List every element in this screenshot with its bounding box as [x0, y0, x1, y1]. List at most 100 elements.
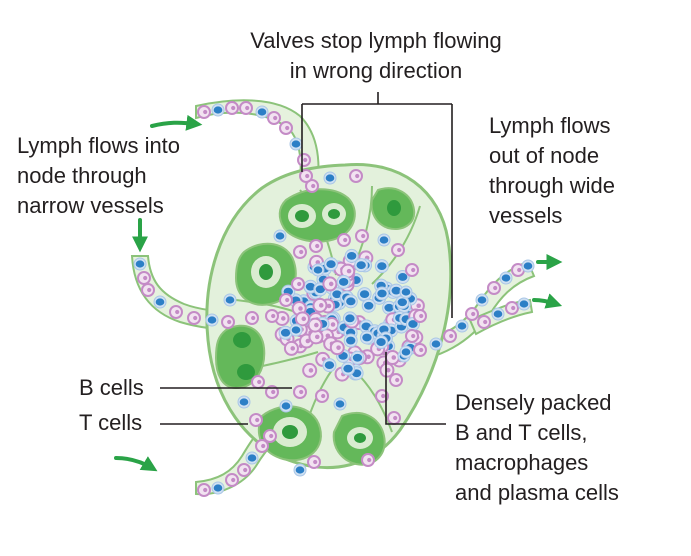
b-cell-nucleus	[384, 303, 394, 312]
dense-label-line: and plasma cells	[455, 480, 619, 505]
t-cell-nucleus	[269, 433, 274, 439]
b-cell-nucleus	[135, 260, 145, 268]
b-cell-nucleus	[257, 108, 267, 116]
valves-leader	[301, 92, 453, 318]
t-cell-nucleus	[308, 368, 314, 373]
t-cell-nucleus	[143, 275, 148, 281]
b-cell-nucleus	[291, 326, 301, 334]
b-cell-nucleus	[213, 484, 223, 492]
b-cell-nucleus	[291, 140, 301, 148]
t-cell-nucleus	[203, 109, 208, 115]
b-cell-nucleus	[155, 298, 165, 306]
t-cell-nucleus	[381, 393, 386, 399]
valves-label-line: in wrong direction	[289, 58, 463, 83]
valves-label: Valves stop lymph flowing in wrong direc…	[226, 26, 526, 86]
b-cell-nucleus	[362, 333, 372, 342]
t-cell-nucleus	[346, 268, 352, 274]
t-cell-nucleus	[366, 354, 371, 360]
t-cell-nucleus	[257, 379, 262, 385]
flow-arrow-icon	[150, 114, 203, 131]
b-cell-nucleus	[281, 402, 291, 410]
t-cell-nucleus	[419, 313, 424, 319]
b-cell-nucleus	[345, 314, 355, 323]
b-cell-nucleus	[477, 296, 487, 304]
b-cell-nucleus	[501, 274, 511, 282]
flow-in-label-line: narrow vessels	[17, 193, 164, 218]
t-cell-nucleus	[285, 297, 290, 303]
t-cell-nucleus	[419, 347, 424, 353]
dense-cells-label: Densely packed B and T cells, macrophage…	[455, 388, 619, 508]
t-cell-nucleus	[305, 173, 310, 179]
t-cell-nucleus	[301, 316, 307, 322]
t-cell-nucleus	[483, 319, 488, 325]
b-cell-nucleus	[305, 282, 316, 291]
t-cell-nucleus	[315, 243, 320, 249]
t-cell-nucleus	[314, 322, 319, 328]
b-cell-nucleus	[352, 353, 363, 362]
t-cell-nucleus	[271, 313, 276, 319]
t-cell-nucleus	[203, 487, 208, 493]
b-cell-nucleus	[379, 325, 389, 334]
dense-label-line: Densely packed	[455, 390, 612, 415]
t-cell-nucleus	[416, 303, 421, 308]
b-cell-nucleus	[398, 273, 408, 281]
b-cell-nucleus	[326, 260, 336, 269]
t-cell-nucleus	[391, 355, 397, 360]
t-cell-nucleus	[411, 333, 416, 339]
t-cell-nucleus	[336, 345, 341, 350]
flow-out-label-line: Lymph flows	[489, 113, 611, 138]
t-cell-nucleus	[449, 333, 454, 339]
t-cell-nucleus	[175, 309, 180, 315]
t-cell-nucleus	[313, 459, 318, 465]
t-cell-nucleus	[411, 267, 416, 273]
b-cell-nucleus	[391, 286, 401, 295]
b-cell-nucleus	[397, 298, 407, 307]
b-cell-nucleus	[408, 320, 418, 328]
t-cell-nucleus	[297, 281, 302, 287]
t-cell-nucleus	[311, 183, 316, 189]
t-cell-nucleus	[330, 322, 336, 327]
t-cell-nucleus	[303, 157, 308, 163]
b-cell-nucleus	[519, 300, 529, 308]
t-cell-nucleus	[193, 315, 198, 321]
t-cell-nucleus	[231, 477, 236, 483]
valves-label-line: Valves stop lymph flowing	[250, 28, 502, 53]
t-cell-nucleus	[517, 267, 522, 273]
t-cell-nucleus	[393, 415, 398, 421]
t-cell-nucleus	[290, 346, 296, 351]
b-cell-nucleus	[332, 290, 342, 299]
flow-in-label: Lymph flows into node through narrow ves…	[17, 131, 180, 221]
t-cell-nucleus	[281, 316, 286, 321]
flow-arrows	[114, 114, 563, 472]
t-cell-nucleus	[255, 417, 260, 423]
b-cell-nucleus	[324, 361, 335, 370]
t-cell-nucleus	[471, 311, 476, 317]
t-cell-nucleus	[227, 319, 232, 325]
flow-out-label-line: out of node	[489, 143, 600, 168]
b-cell-nucleus	[401, 348, 411, 356]
b-cell-nucleus	[346, 252, 357, 260]
b-cell-nucleus	[343, 364, 353, 373]
t-cell-nucleus	[243, 467, 248, 473]
t-cell-nucleus	[328, 281, 334, 287]
t-cell-nucleus	[251, 315, 256, 321]
b-cell-nucleus	[213, 106, 223, 114]
t-cell-nucleus	[318, 303, 324, 308]
lymphocytes	[133, 101, 535, 497]
t-cells-label: T cells	[79, 410, 143, 435]
flow-arrow-icon	[114, 456, 158, 472]
b-cell-nucleus	[523, 262, 533, 270]
b-cell-nucleus	[493, 310, 503, 318]
b-cell-nucleus	[377, 289, 387, 298]
t-cell-nucleus	[343, 237, 348, 243]
t-cell-nucleus	[231, 105, 236, 111]
b-cell-nucleus	[295, 466, 305, 474]
t-cell-nucleus	[314, 334, 320, 340]
t-cell-nucleus	[271, 389, 276, 395]
b-cell-nucleus	[346, 336, 356, 345]
flow-out-label: Lymph flows out of node through wide ves…	[489, 111, 615, 231]
t-cell-nucleus	[385, 367, 391, 373]
t-cell-nucleus	[321, 393, 326, 399]
